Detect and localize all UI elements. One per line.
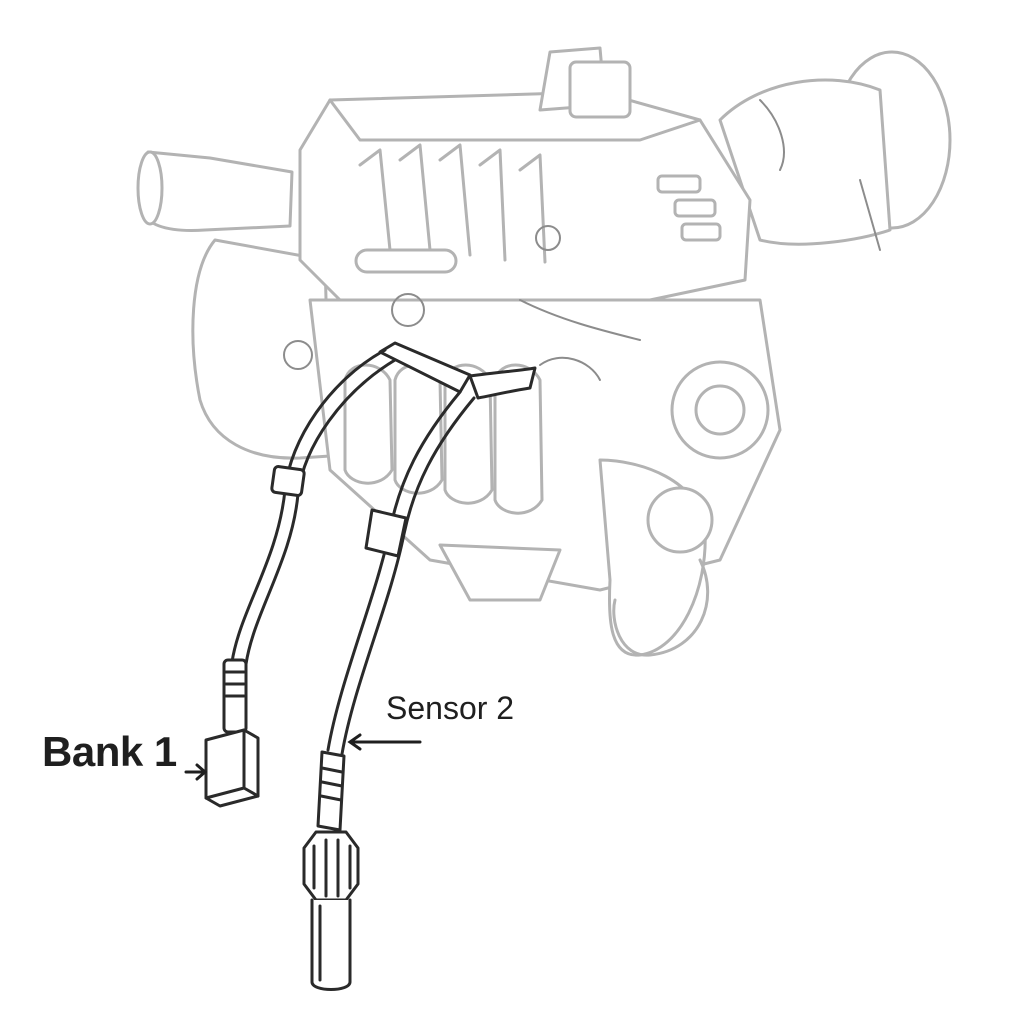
bank1-wire-sleeve: [270, 465, 306, 497]
sensor-label: Sensor 2: [386, 690, 515, 726]
top-bracket-plate: [568, 60, 632, 119]
sensor2-nut-grooves: [312, 838, 352, 898]
cover-vents: [358, 143, 547, 264]
coolant-hose: [612, 558, 710, 657]
lower-pulley: [646, 486, 714, 554]
pulley-hub: [694, 384, 746, 436]
fuel-rail: [354, 248, 458, 274]
sensor2-pointer-head: [347, 733, 362, 751]
sensor2-probe: [310, 898, 352, 991]
oil-pan: [438, 543, 562, 602]
bank1-pointer-head: [195, 763, 208, 781]
bank1-sensor-edge: [204, 728, 260, 800]
sensor2-wire-sleeve: [364, 508, 408, 558]
cover-switch-2: [673, 198, 717, 218]
turbo-duct: [718, 78, 892, 246]
pointer-arrows: [184, 733, 422, 781]
valve-cover: [298, 90, 752, 302]
oxygen-sensor-harness: [204, 341, 537, 991]
sensor2-neck: [316, 750, 346, 832]
cover-switch-1: [656, 174, 702, 194]
engine-details: [283, 99, 881, 381]
bank-label: Bank 1: [42, 728, 177, 775]
left-housing: [191, 238, 332, 460]
cover-ridge: [328, 98, 702, 142]
sensor2-neck-ribs: [319, 766, 344, 802]
harness-elbow: [468, 366, 537, 400]
sensor2-hex-nut: [302, 830, 360, 902]
bank1-neck-ribs: [224, 670, 246, 698]
cover-switch-3: [680, 222, 722, 242]
intake-opening: [136, 150, 164, 226]
engine-block: [136, 46, 952, 657]
